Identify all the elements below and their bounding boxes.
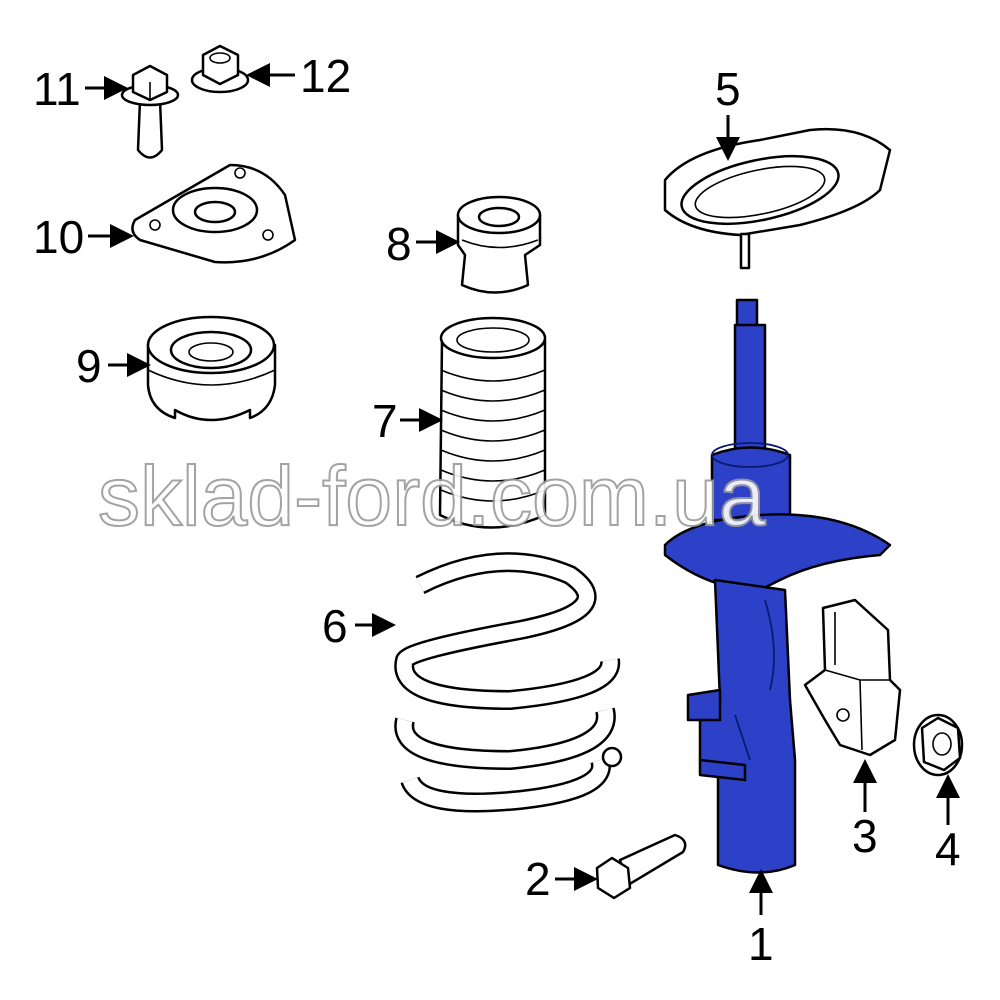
part-7-dust-boot[interactable] <box>438 316 547 529</box>
svg-text:1: 1 <box>748 918 774 970</box>
svg-text:9: 9 <box>76 340 102 392</box>
callout-5: 5 <box>715 63 741 161</box>
callout-4: 4 <box>935 774 961 875</box>
svg-text:10: 10 <box>33 211 84 263</box>
callout-10: 10 <box>33 211 134 263</box>
callout-12: 12 <box>246 50 351 102</box>
callout-2: 2 <box>525 853 598 905</box>
part-9-bearing[interactable] <box>146 315 277 422</box>
part-10-upper-mount[interactable] <box>131 163 297 264</box>
part-4-nut[interactable] <box>912 713 964 777</box>
part-8-bump-stop[interactable] <box>456 195 542 294</box>
callout-8: 8 <box>386 218 460 270</box>
callout-9: 9 <box>76 340 151 392</box>
svg-text:6: 6 <box>322 600 348 652</box>
callout-7: 7 <box>372 395 443 447</box>
part-11-bolt[interactable] <box>120 64 180 159</box>
part-1-strut[interactable] <box>663 298 892 874</box>
callout-1: 1 <box>748 869 774 970</box>
part-5-spring-seat[interactable] <box>663 127 892 270</box>
watermark: sklad-ford.com.ua <box>98 449 766 543</box>
svg-text:7: 7 <box>372 395 398 447</box>
svg-text:3: 3 <box>852 810 878 862</box>
svg-text:8: 8 <box>386 218 412 270</box>
svg-text:5: 5 <box>715 63 741 115</box>
part-2-bolt[interactable] <box>595 833 687 900</box>
svg-text:11: 11 <box>33 63 81 115</box>
part-12-nut[interactable] <box>190 44 250 94</box>
part-3-bracket[interactable] <box>803 598 902 757</box>
callout-6: 6 <box>322 600 396 652</box>
svg-text:12: 12 <box>300 50 351 102</box>
callout-3: 3 <box>852 759 878 862</box>
part-6-coil-spring[interactable] <box>394 552 623 813</box>
callout-11: 11 <box>33 63 128 115</box>
svg-text:2: 2 <box>525 853 551 905</box>
svg-text:4: 4 <box>935 823 961 875</box>
